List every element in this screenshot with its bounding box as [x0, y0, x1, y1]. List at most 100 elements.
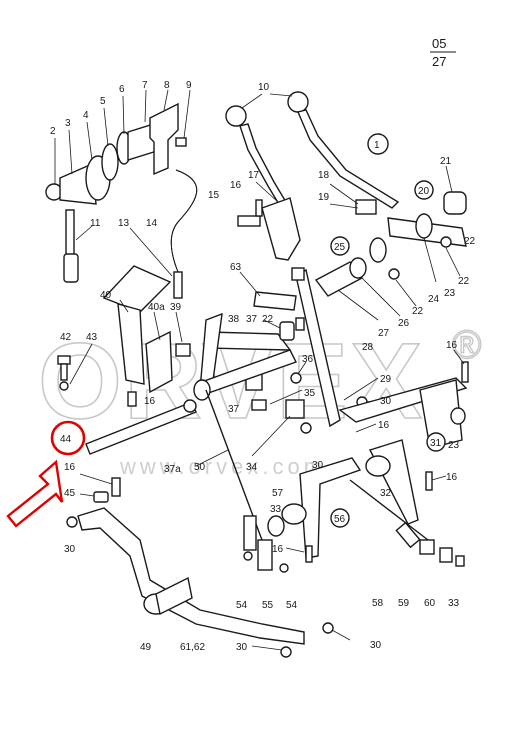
rod-44: [85, 399, 197, 455]
ball-10b: [287, 91, 309, 113]
washer-43: [59, 381, 69, 391]
bracket-31: [419, 379, 463, 449]
callout-57: 57: [272, 488, 284, 499]
callout-16c: 16: [446, 340, 458, 351]
callout-33b: 33: [448, 598, 460, 609]
pedal-arm-40: [117, 303, 145, 385]
callout-49: 49: [140, 642, 152, 653]
callout-40: 40: [100, 290, 112, 301]
bushing-57: [281, 503, 307, 525]
callout-11: 11: [90, 218, 101, 229]
callout-labels: 2 3 4 5 6 7 8 9 10 11 13 14 15 16 17 18 …: [50, 80, 476, 653]
callout-16a: 16: [230, 180, 242, 191]
callout-16g: 16: [272, 544, 284, 555]
callout-23a: 23: [444, 288, 456, 299]
washer-30e: [280, 646, 292, 658]
callout-4: 4: [83, 110, 89, 121]
pin-45: [93, 491, 109, 503]
callout-22d: 22: [262, 314, 274, 325]
nut-33b: [455, 555, 465, 567]
washer-30b: [300, 422, 312, 434]
callout-40a: 40a: [148, 302, 165, 313]
callout-58: 58: [372, 598, 384, 609]
pin-16d: [461, 361, 469, 383]
block-34: [285, 399, 305, 419]
nut-60: [439, 547, 453, 563]
clevis-59: [419, 539, 435, 555]
callout-24: 24: [428, 294, 440, 305]
shaft-11: [65, 209, 75, 259]
highlight-label-44: 44: [60, 434, 72, 445]
assembly-ref-1: 1: [374, 140, 380, 151]
callout-16d: 16: [378, 420, 390, 431]
assembly-ref-20: 20: [418, 186, 430, 197]
highlight-circle: [50, 420, 86, 456]
callout-3: 3: [65, 118, 71, 129]
bushing-32: [365, 455, 391, 477]
pin-15: [237, 215, 261, 227]
pin-16e: [425, 471, 433, 491]
assembly-ref-1-circle: [367, 133, 389, 155]
callout-21: 21: [440, 156, 452, 167]
lever-32: [368, 439, 419, 525]
callout-60: 60: [424, 598, 436, 609]
callout-14: 14: [146, 218, 158, 229]
callout-5: 5: [100, 96, 106, 107]
assembly-ref-31-circle: [426, 432, 446, 452]
washer-30d: [322, 622, 334, 634]
lever-10a: [239, 123, 287, 207]
callout-30d: 30: [370, 640, 382, 651]
callout-38: 38: [228, 314, 240, 325]
callout-13: 13: [118, 218, 130, 229]
callout-16f: 16: [64, 462, 76, 473]
lever-10b: [297, 109, 400, 209]
callout-42: 42: [60, 332, 72, 343]
callout-30b: 30: [312, 460, 324, 471]
page-number: 05 27: [430, 36, 456, 69]
watermark-url: www.orvex.com: [119, 454, 326, 479]
washer-30c: [66, 516, 78, 528]
callout-59: 59: [398, 598, 410, 609]
ring-27a: [369, 237, 387, 263]
bracket-8: [149, 102, 179, 176]
washer-5: [101, 143, 119, 181]
lever-17: [261, 197, 301, 261]
assembly-ref-25-circle: [330, 236, 350, 256]
bushing-37a: [193, 379, 211, 401]
spring-19: [355, 199, 377, 215]
pin-35: [251, 399, 267, 411]
leaders-top-left: [54, 89, 191, 241]
bolt-head-42: [57, 355, 71, 365]
page-number-top: 05: [432, 36, 446, 51]
ball-10a: [225, 105, 247, 127]
pin-16f: [111, 477, 121, 497]
page-number-bottom: 27: [432, 54, 446, 69]
bolt-42: [60, 363, 68, 381]
highlight-arrow: [6, 459, 64, 528]
callout-22a: 22: [464, 236, 476, 247]
assembly-ref-56: 56: [334, 514, 346, 525]
callout-2: 2: [50, 126, 56, 137]
callout-37a: 37a: [164, 464, 181, 475]
assembly-ref-31: 31: [430, 438, 442, 449]
nut-28: [291, 267, 305, 281]
callout-29: 29: [380, 374, 392, 385]
bushing-26: [349, 257, 367, 279]
clip-23b: [450, 407, 466, 425]
callout-37b: 37: [246, 314, 258, 325]
callout-28: 28: [362, 342, 374, 353]
callout-6: 6: [119, 84, 125, 95]
callout-22b: 22: [458, 276, 470, 287]
callout-61-62: 61,62: [180, 642, 205, 653]
callout-34: 34: [246, 462, 258, 473]
callout-35: 35: [304, 388, 316, 399]
stop-16b: [127, 391, 137, 407]
pin-16a: [255, 199, 263, 217]
grip-11: [63, 253, 79, 283]
callout-9: 9: [186, 80, 192, 91]
highlight-44: 44: [6, 420, 86, 528]
clutch-knob-group: [45, 102, 187, 283]
callout-54b: 54: [286, 600, 298, 611]
